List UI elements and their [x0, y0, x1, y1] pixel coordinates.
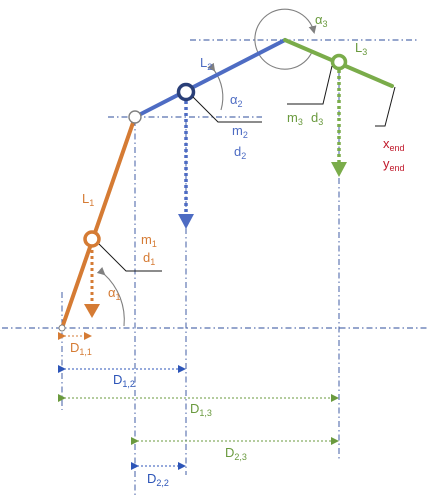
label-L3: L3 — [355, 40, 367, 57]
mass-2 — [176, 82, 196, 102]
label-alpha2: α2 — [230, 92, 243, 109]
label-D13: D1,3 — [190, 401, 212, 418]
label-d3: d3 — [311, 110, 323, 127]
label-m1: m1 — [141, 232, 157, 249]
label-y-end: yend — [383, 156, 405, 173]
label-d2: d2 — [234, 144, 246, 161]
link-2 — [133, 38, 287, 119]
m3-gravity-arrowhead — [331, 162, 347, 177]
horizontal-reference-lines — [2, 39, 427, 329]
alpha1-arc — [96, 267, 125, 327]
label-alpha3: α3 — [315, 12, 328, 29]
m2-gravity-arrowhead — [178, 214, 194, 229]
label-L1: L1 — [82, 191, 94, 208]
m1-gravity-arrowhead — [84, 304, 100, 318]
label-D23: D2,3 — [225, 445, 247, 462]
label-D11: D1,1 — [70, 340, 92, 357]
leader-lines — [98, 65, 396, 272]
alpha3-arc — [254, 8, 317, 70]
mass-3 — [330, 53, 348, 71]
m2-leader — [192, 96, 262, 123]
angle-arcs — [96, 8, 317, 327]
end-effector-leader — [375, 86, 396, 127]
gravity-arrows — [84, 70, 347, 318]
alpha2-arc — [207, 62, 224, 111]
vertical-projection-lines — [61, 70, 340, 495]
joints — [58, 53, 348, 332]
dimension-lines — [58, 332, 339, 470]
label-m2: m2 — [232, 123, 248, 140]
text-labels: L1 L2 L3 α1 α2 α3 m1 d1 m2 d2 m3 d3 xend… — [70, 12, 405, 488]
label-alpha1: α1 — [108, 285, 121, 302]
label-d1: d1 — [143, 250, 155, 267]
label-x-end: xend — [383, 136, 405, 153]
m3-leader — [287, 65, 333, 105]
mass-1 — [83, 230, 101, 248]
base-joint — [58, 324, 66, 332]
label-L2: L2 — [200, 55, 212, 72]
link-1 — [60, 115, 137, 330]
label-D12: D1,2 — [113, 372, 135, 389]
joint-2 — [128, 110, 142, 124]
label-D22: D2,2 — [147, 471, 169, 488]
label-m3: m3 — [287, 110, 303, 127]
m1-leader — [98, 243, 162, 272]
